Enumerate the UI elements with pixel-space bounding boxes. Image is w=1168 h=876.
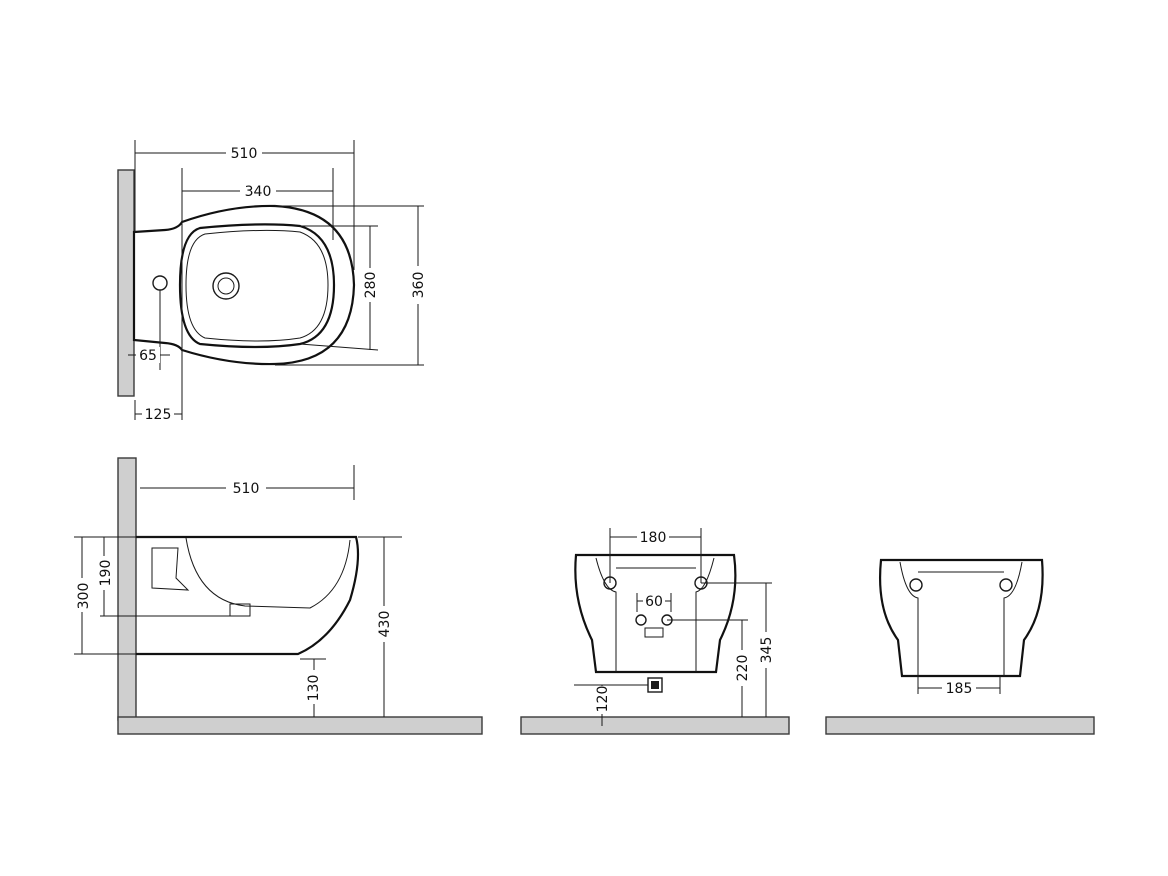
side-height-label: 300 xyxy=(76,583,92,610)
side-view: 510 300 190 430 130 xyxy=(74,457,483,735)
top-tap-offset-label: 65 xyxy=(139,348,157,364)
side-rim-label: 430 xyxy=(377,611,393,638)
front-view: 185 xyxy=(825,558,1095,735)
side-view-floor xyxy=(117,716,483,735)
rear-bolt-height-label: 345 xyxy=(759,637,775,664)
front-left-bolt-icon xyxy=(909,578,923,592)
side-clearance-label: 130 xyxy=(306,675,322,702)
rear-bolt-spacing-label: 180 xyxy=(640,530,667,546)
supply-left-icon xyxy=(635,614,647,626)
front-view-floor xyxy=(825,716,1095,735)
top-length-label: 510 xyxy=(231,146,258,162)
drain-icon xyxy=(212,272,240,300)
front-view-body xyxy=(878,558,1044,678)
top-view: 510 340 280 360 65 125 xyxy=(117,140,428,423)
top-view-wall xyxy=(117,169,135,397)
side-length-label: 510 xyxy=(233,481,260,497)
tap-hole-icon xyxy=(152,275,168,291)
side-view-body xyxy=(136,535,360,656)
top-bowl-length-label: 340 xyxy=(245,184,272,200)
rear-supply-spacing-label: 60 xyxy=(645,594,663,610)
rear-view-body xyxy=(574,553,737,674)
front-right-bolt-icon xyxy=(999,578,1013,592)
rear-waste-height-label: 120 xyxy=(595,686,611,713)
top-view-bowl xyxy=(178,223,336,349)
top-width-label: 360 xyxy=(411,272,427,299)
top-bowl-width-label: 280 xyxy=(363,272,379,299)
rear-supply-height-label: 220 xyxy=(735,655,751,682)
top-wall-bowl-label: 125 xyxy=(145,407,172,423)
side-view-wall xyxy=(117,457,137,721)
rear-view-floor xyxy=(520,716,790,735)
side-inlet-label: 190 xyxy=(98,560,114,587)
front-bottom-width-label: 185 xyxy=(946,681,973,697)
rear-view: 180 60 345 220 120 xyxy=(520,528,790,735)
